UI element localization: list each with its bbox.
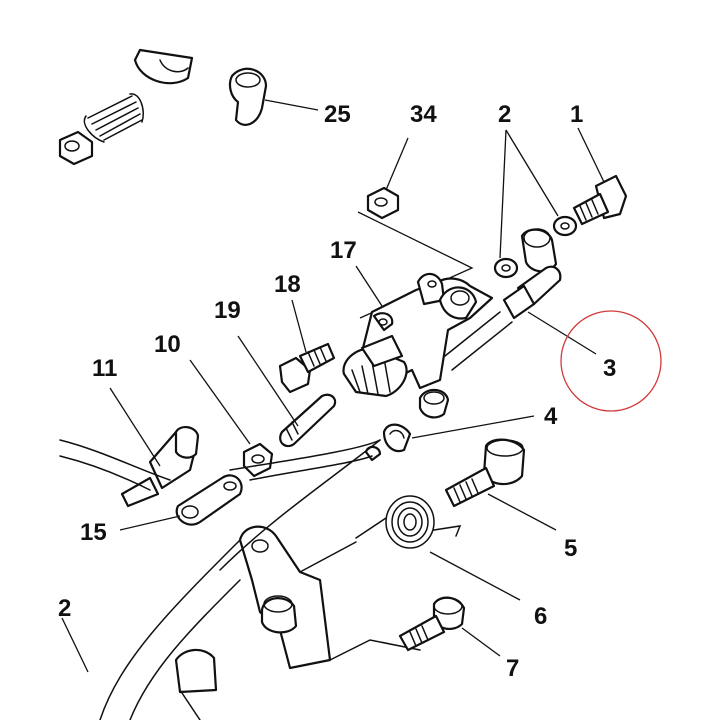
callout-25: 25 [324, 101, 351, 128]
pedal-bracket [99, 525, 421, 720]
part-34-nut [366, 186, 400, 220]
cable-end-sleeve [520, 228, 558, 273]
callout-11: 11 [92, 355, 117, 382]
top-left-spring-assembly [58, 48, 319, 166]
hardware-top [357, 127, 628, 319]
callout-19: 19 [214, 297, 241, 324]
part-7-bolt [398, 596, 501, 657]
callout-4: 4 [544, 403, 558, 430]
part-6-torsion-spring [355, 495, 521, 601]
callout-5: 5 [564, 535, 577, 562]
part-4-clip [364, 415, 535, 462]
callout-34: 34 [410, 101, 437, 128]
callout-18: 18 [274, 271, 301, 298]
highlight-circle-part-3 [560, 310, 662, 412]
part-19-pushrod [237, 335, 337, 448]
part-3-cable [439, 265, 662, 412]
part-15-link [119, 474, 243, 531]
part-2-washer-b [552, 215, 578, 237]
callout-10: 10 [154, 331, 181, 358]
part-10-nut [189, 359, 274, 478]
callout-17: 17 [330, 237, 357, 264]
callout-1: 1 [570, 101, 583, 128]
callout-2-lower: 2 [58, 595, 71, 622]
part-17-cylinder-body [342, 265, 494, 419]
part-5-pivot-bolt [444, 438, 557, 531]
part-25-elbow-fitting [228, 67, 268, 126]
callout-15: 15 [80, 519, 107, 546]
callout-3: 3 [603, 355, 616, 382]
part-11-clevis [109, 387, 200, 508]
part-2-washer-a [493, 257, 519, 279]
small-nut-top-left [58, 130, 94, 166]
callout-2: 2 [498, 101, 511, 128]
callout-6: 6 [534, 603, 547, 630]
spring-coils [83, 93, 144, 143]
cable-routing-lines [59, 439, 381, 720]
callout-7: 7 [506, 655, 519, 682]
part-18-bolt [278, 299, 336, 394]
callout-labels: 1 2 3 4 5 6 10 11 15 17 18 19 25 34 2 7 [58, 101, 616, 682]
